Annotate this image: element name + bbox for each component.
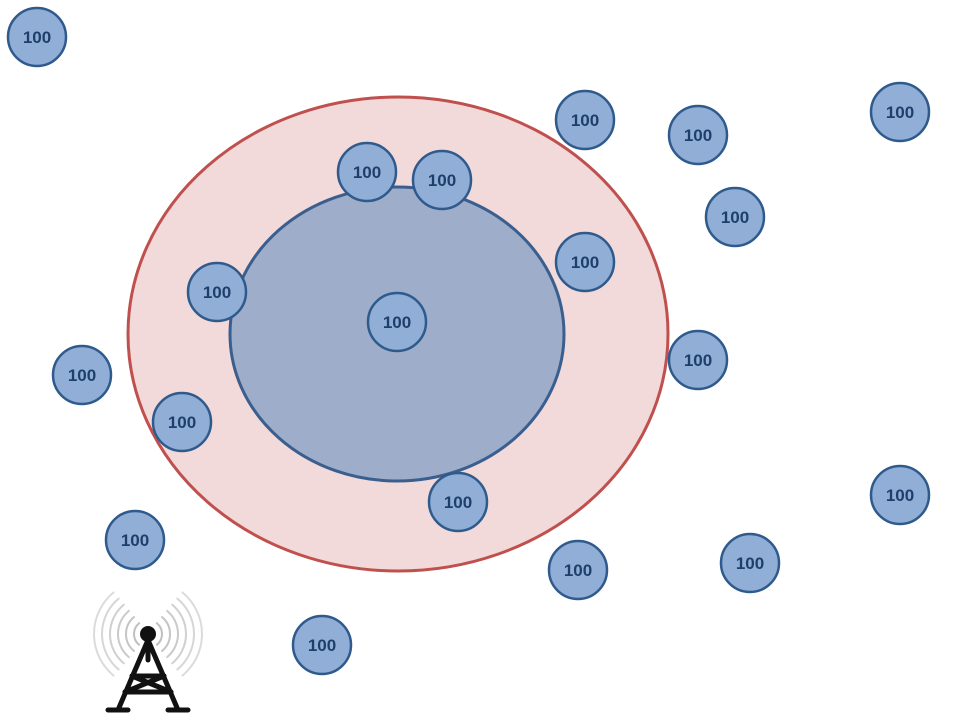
node-label: 100 [684,351,712,370]
signal-wave-arc [176,597,195,671]
node-circle [869,464,931,526]
node: 100 [719,532,781,594]
node: 100 [151,391,213,453]
tower-strut [122,673,167,695]
node: 100 [366,291,428,353]
signal-wave-arc [155,622,163,646]
node-label: 100 [23,28,51,47]
node: 100 [411,149,473,211]
node: 100 [6,6,68,68]
node: 100 [291,614,353,676]
node: 100 [554,89,616,151]
node-label: 100 [353,163,381,182]
node: 100 [667,329,729,391]
node: 100 [869,81,931,143]
node-label: 100 [571,111,599,130]
node-circle [547,539,609,601]
node-circle [704,186,766,248]
node-label: 100 [203,283,231,302]
nodes-layer: 100 100 100 100 100 100 100 100 100 100 100 100 100 1… [6,6,931,676]
signal-wave-arc [117,609,130,659]
node-label: 100 [383,313,411,332]
node-circle [554,231,616,293]
node-circle [6,6,68,68]
node: 100 [186,261,248,323]
node-circle [186,261,248,323]
radio-tower-icon [93,591,203,713]
node-label: 100 [886,103,914,122]
node: 100 [554,231,616,293]
node-circle [427,471,489,533]
node: 100 [336,141,398,203]
node: 100 [104,509,166,571]
node-label: 100 [168,413,196,432]
signal-wave-arc [101,597,120,671]
node-label: 100 [68,366,96,385]
signal-wave-arc [109,603,125,665]
node: 100 [704,186,766,248]
node-circle [719,532,781,594]
node: 100 [869,464,931,526]
signal-wave-arc [133,622,141,646]
node-circle [336,141,398,203]
node: 100 [667,104,729,166]
node: 100 [427,471,489,533]
tower-strut [129,673,174,695]
node-label: 100 [564,561,592,580]
node: 100 [547,539,609,601]
signal-wave-arc [93,591,115,677]
node-label: 100 [428,171,456,190]
signal-wave-arc [161,616,171,652]
signal-wave-arc [125,616,135,652]
node-label: 100 [308,636,336,655]
node-circle [104,509,166,571]
signal-wave-arc [181,591,203,677]
node-label: 100 [736,554,764,573]
node-circle [667,329,729,391]
node-circle [667,104,729,166]
node-label: 100 [571,253,599,272]
node-circle [151,391,213,453]
node: 100 [51,344,113,406]
node-label: 100 [886,486,914,505]
node-label: 100 [721,208,749,227]
node-circle [366,291,428,353]
node-label: 100 [121,531,149,550]
node-circle [291,614,353,676]
node-label: 100 [684,126,712,145]
node-circle [554,89,616,151]
node-circle [51,344,113,406]
signal-wave-arc [171,603,187,665]
node-circle [869,81,931,143]
signal-wave-arc [166,609,179,659]
node-label: 100 [444,493,472,512]
node-circle [411,149,473,211]
